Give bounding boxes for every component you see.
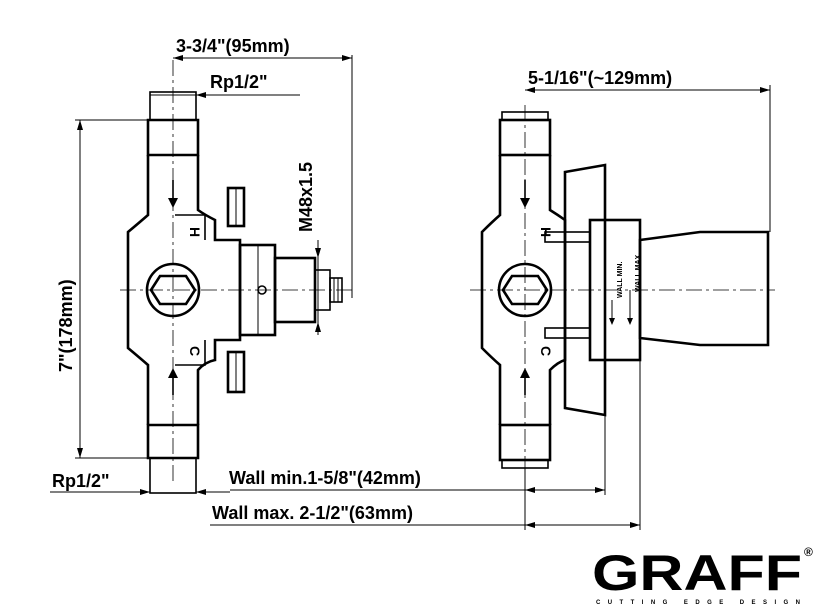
height-dimension-text: 7"(178mm) [56, 279, 76, 372]
wall-min-small-label: WALL MIN. [617, 262, 624, 298]
cold-label-front: C [187, 346, 203, 356]
inlet-thread-top-text: Rp1/2" [210, 72, 268, 92]
hot-label-side: H [538, 227, 554, 237]
outlet-thread-text: M48x1.5 [296, 162, 316, 232]
graff-logo: GRAFF ® CUTTING EDGE DESIGN [592, 545, 813, 606]
cold-label-side: C [538, 346, 554, 356]
brand-registered-mark: ® [804, 545, 813, 559]
inlet-thread-bottom-text: Rp1/2" [52, 471, 110, 491]
front-view-dimension-lines [50, 55, 353, 495]
hot-label-front: H [187, 227, 203, 237]
wall-max-text: Wall max. 2-1/2"(63mm) [212, 503, 413, 523]
wall-max-small-label: WALL MAX. [635, 253, 642, 292]
depth-dimension-text: 5-1/16"(~129mm) [528, 68, 672, 88]
brand-name: GRAFF [592, 545, 802, 601]
front-view [120, 60, 355, 494]
side-view [470, 105, 775, 485]
side-view-dimension-lines [210, 85, 771, 530]
brand-tagline: CUTTING EDGE DESIGN [596, 600, 800, 606]
width-dimension-text: 3-3/4"(95mm) [176, 36, 290, 56]
wall-min-text: Wall min.1-5/8"(42mm) [229, 468, 421, 488]
